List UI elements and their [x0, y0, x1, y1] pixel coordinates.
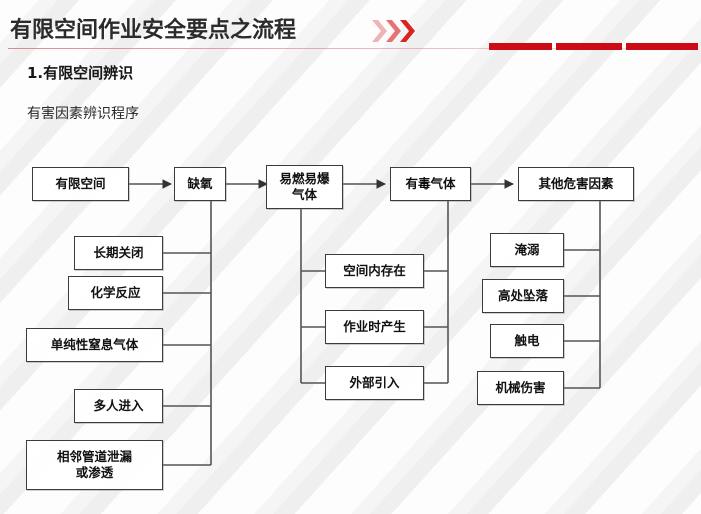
header-accent-bar-3: [626, 43, 698, 50]
node-flammable-line2: 气体: [291, 187, 317, 202]
chevron-right-icon-bold: [400, 20, 415, 42]
node-confined-space[interactable]: 有限空间: [32, 167, 129, 201]
node-mechanical-injury[interactable]: 机械伤害: [477, 371, 564, 405]
node-multiple-persons-entry[interactable]: 多人进入: [74, 389, 163, 423]
node-flammable-line1: 易燃易爆: [279, 171, 330, 187]
node-long-term-closure[interactable]: 长期关闭: [74, 236, 163, 270]
node-oxygen-deficiency[interactable]: 缺氧: [174, 167, 226, 201]
section-heading: 1.有限空间辨识: [27, 64, 134, 82]
node-flammable-explosive-gas[interactable]: 易燃易爆 气体: [266, 165, 343, 209]
node-pipeline-line1: 相邻管道泄漏: [56, 449, 132, 465]
node-drowning[interactable]: 淹溺: [490, 233, 564, 267]
node-other-hazards[interactable]: 其他危害因素: [518, 167, 634, 201]
node-simple-asphyxiant-gas[interactable]: 单纯性窒息气体: [26, 328, 163, 362]
slide-header: 有限空间作业安全要点之流程: [0, 0, 701, 56]
node-present-in-space[interactable]: 空间内存在: [325, 254, 424, 288]
chevron-right-icon-light: [372, 20, 387, 42]
section-subheading: 有害因素辨识程序: [27, 106, 139, 122]
node-external-introduction[interactable]: 外部引入: [325, 366, 424, 400]
node-adjacent-pipeline-leak[interactable]: 相邻管道泄漏 或渗透: [26, 440, 163, 490]
double-chevron-right-icon: [372, 20, 432, 42]
header-accent-bar-2: [556, 43, 622, 50]
header-accent-bar-1: [489, 43, 552, 50]
node-fall-from-height[interactable]: 高处坠落: [482, 279, 564, 313]
node-electric-shock[interactable]: 触电: [490, 324, 564, 358]
chevron-right-icon-medium: [386, 20, 401, 42]
node-pipeline-line2: 或渗透: [75, 465, 114, 480]
node-toxic-gas[interactable]: 有毒气体: [390, 167, 471, 201]
node-chemical-reaction[interactable]: 化学反应: [68, 276, 163, 310]
header-divider-line: [8, 48, 668, 49]
node-generated-during-work[interactable]: 作业时产生: [325, 310, 424, 344]
page-title: 有限空间作业安全要点之流程: [10, 18, 297, 43]
